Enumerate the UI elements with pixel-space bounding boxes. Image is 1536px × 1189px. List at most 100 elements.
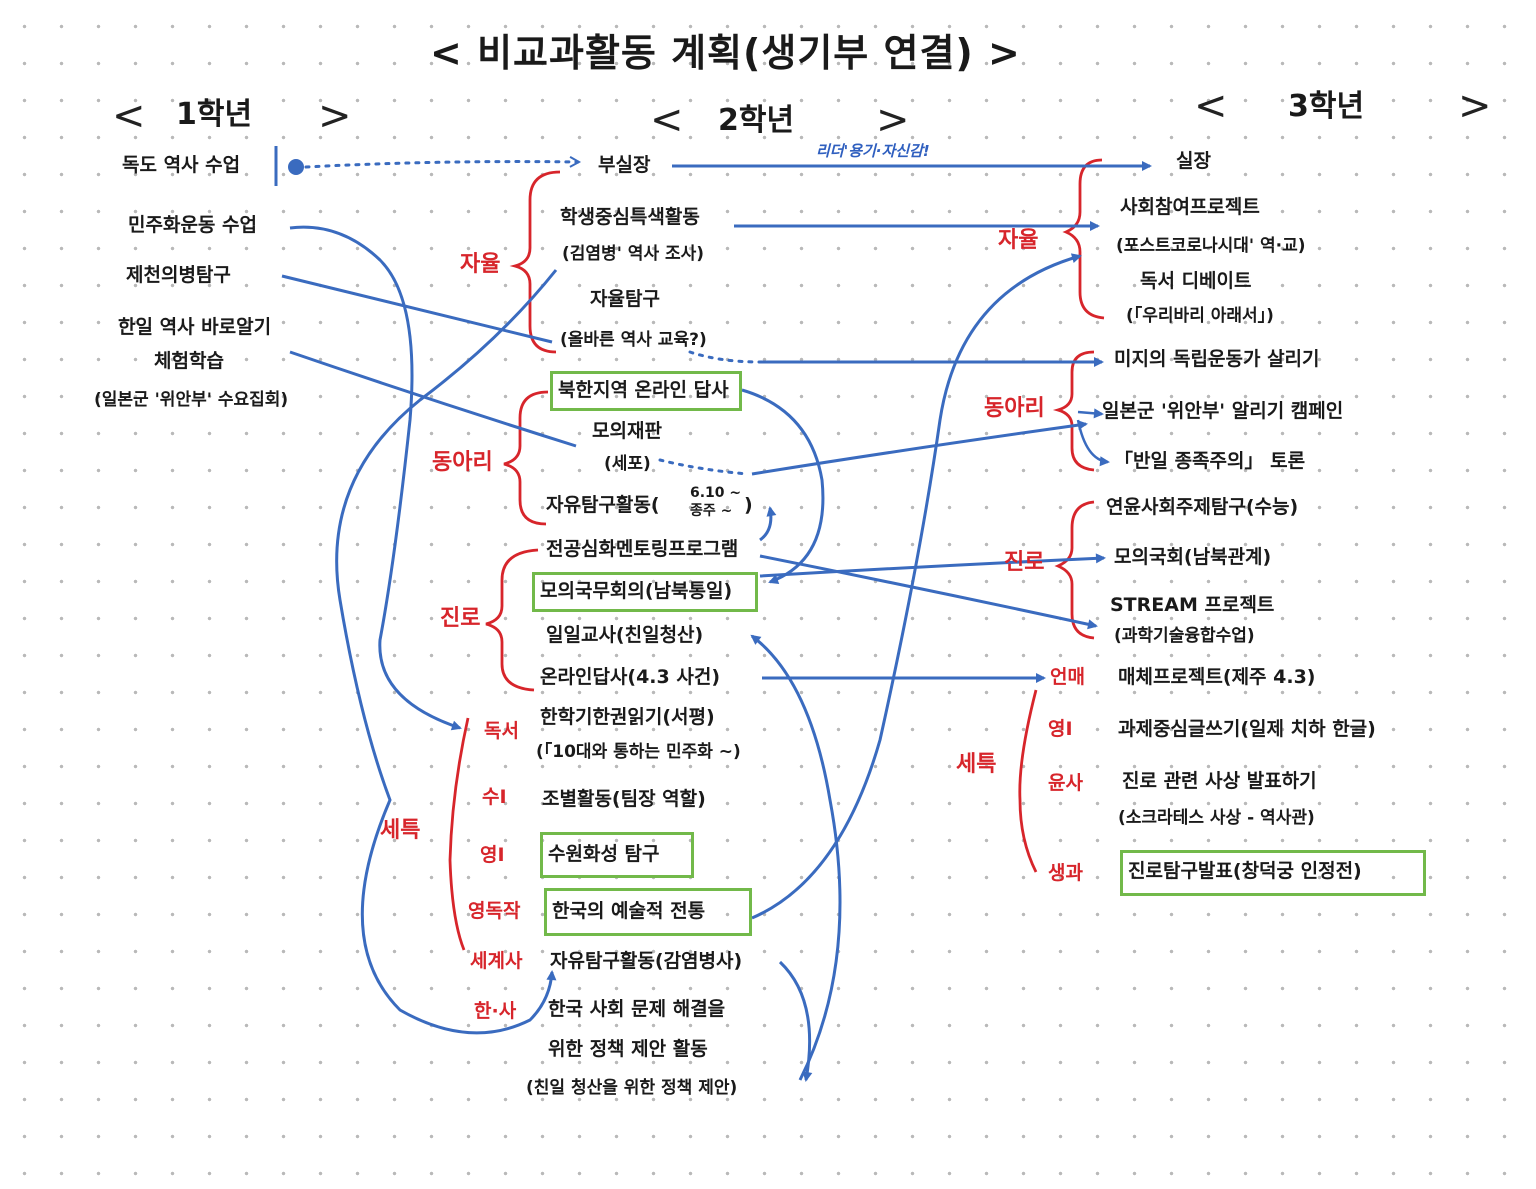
brace-jinro-g3 [1054,500,1095,640]
brace-jayul-g3 [1062,158,1105,320]
g2-moui-sub: (세포) [604,454,651,474]
g3-campaign: 일본군 '위안부' 알리기 캠페인 [1102,400,1344,422]
g2-jobyeol: 조별활동(팀장 역할) [542,788,706,810]
dokdo-dot [288,159,304,175]
g1-item-chehum: 체험학습 [154,350,224,372]
g2-moui: 모의재판 [592,420,662,442]
arrow-jeongong-stream [759,554,1098,630]
g2-policy-line1: 한국 사회 문제 해결을 [548,998,726,1020]
g2-jayul-tamgu: 자율탐구 [590,288,660,310]
g2-cat-dongari: 동아리 [432,450,493,475]
g3-jinro-tamgu: 진로탐구발표(창덕궁 인정전) [1128,860,1362,882]
g3-dokseo-debate: 독서 디베이트 [1140,270,1252,292]
g2-hakseng: 학생중심특색활동 [560,206,700,228]
g2-busiljang: 부실장 [598,154,651,176]
g2-online: 온라인답사(4.3 사건) [540,666,721,688]
arrow-jecheon-jayul [281,274,553,344]
g3-jinro-sasang-sub: (소크라테스 사상 - 역사관) [1118,808,1315,828]
g1-item-suyo: (일본군 '위안부' 수요집회) [94,390,289,410]
brace-setuk-g2 [448,717,470,951]
g3-stream: STREAM 프로젝트 [1110,594,1275,616]
grade2-heading: 2학년 [718,103,795,138]
arrow-dongari-campaign [1077,408,1104,419]
g2-cat-jinro: 진로 [440,606,481,631]
g2-subject-hansa: 한·사 [474,1000,517,1022]
g2-subject-segyesa: 세계사 [470,950,523,972]
grade1-heading: 1학년 [176,97,253,132]
g3-cat-setuk: 세특 [956,752,997,777]
grade2-bracket-right: > [876,97,910,143]
arrow-hakseng-hansa [335,269,558,1035]
g2-jayu-tamgu: 자유탐구활동( [546,494,660,516]
g2-cat-jayul: 자율 [460,252,501,277]
g2-ililgyosa: 일일교사(친일청산) [546,624,704,646]
grade2-bracket-left: < [650,97,684,143]
g3-mouigukhoe: 모의국회(남북관계) [1114,546,1272,568]
g3-gwaje: 과제중심글쓰기(일제 치하 한글) [1118,718,1376,740]
arrow-gamyeom-policy [778,960,813,1082]
g2-hakseng-sub: (김염병' 역사 조사) [562,244,705,264]
g2-policy-line2: 위한 정책 제안 활동 [548,1038,708,1060]
arrow-mouigukhoe-mouigukhoe3 [759,553,1106,578]
dotted-moui-campaign [658,458,750,476]
brace-dongari-g2 [503,390,549,526]
highlight-suwon [540,832,694,878]
grade3-bracket-right: > [1458,83,1492,129]
g2-mouigukhoe: 모의국무회의(남북통일) [540,580,733,602]
g2-hanhakgi: 한학기한권읽기(서평) [540,706,715,728]
grade3-heading: 3학년 [1288,89,1365,124]
g2-hanhakgi-sub: (「10대와 통하는 민주화 ~) [536,742,741,762]
g3-yeonyun: 연윤사회주제탐구(수능) [1106,496,1299,518]
grade3-bracket-left: < [1194,83,1228,129]
g2-subject-yeong1: 영I [480,844,505,866]
grade1-bracket-right: > [318,93,352,139]
brace-jinro-g2 [485,548,539,692]
highlight-mouigukhoe [532,572,758,612]
g3-miji: 미지의 독립운동가 살리기 [1114,348,1320,370]
diagram-title: < 비교과활동 계획(생기부 연결) > [430,31,1021,75]
g1-item-minjuhwa: 민주화운동 수업 [128,214,257,236]
g3-sahoe: 사회참여프로젝트 [1120,196,1260,218]
g2-hanguk-art: 한국의 예술적 전통 [552,900,706,922]
g3-siljang: 실장 [1176,150,1211,172]
arrow-minjuhwa-dokseo [289,225,462,731]
g3-cat-dongari: 동아리 [984,396,1045,421]
arrow-policy-ililgyosa [750,634,842,1081]
g2-subject-yeongdokjak: 영독작 [468,900,521,922]
g3-cat-jinro: 진로 [1004,550,1045,575]
highlight-hanguk-art [544,888,752,936]
g2-jayu-tamgu-note2: 종주 ~ [690,503,733,519]
arrow-moui-campaign [751,420,1088,476]
g3-subject-yunsa: 윤사 [1048,772,1083,794]
g2-policy-line3: (친일 청산을 위한 정책 제안) [526,1078,738,1098]
arrow-bukhan-mouigukhoe [741,388,825,584]
highlight-jinro-tamgu [1120,850,1426,896]
g2-jayu-gamyeom: 자유탐구활동(감염병사) [550,950,743,972]
g3-sahoe-sub: (포스트코로나시대' 역·교) [1116,236,1306,256]
brace-jayul-g2 [509,170,561,354]
grade1-bracket-left: < [112,93,146,139]
arrow-jayutamgu-up [759,506,777,542]
brace-setuk-g3 [1018,689,1038,873]
g2-jeongong: 전공심화멘토링프로그램 [546,538,739,560]
g1-item-hanil: 한일 역사 바로알기 [118,316,272,338]
arrow-yeongdokjak-jayul [751,253,1082,920]
g3-stream-sub: (과학기술융합수업) [1114,626,1255,646]
g2-subject-su1: 수I [482,786,507,808]
g1-item-jecheon: 제천의병탐구 [126,264,231,286]
g3-subject-eonmae: 언매 [1050,666,1085,688]
g2-suwon: 수원화성 탐구 [548,843,660,865]
g3-debate: 「반일 종족주의」 토론 [1114,450,1306,472]
g2-jayul-tamgu-sub: (올바른 역사 교육?) [560,330,707,350]
g1-item-dokdo: 독도 역사 수업 [122,154,241,176]
brace-dongari-g3 [1052,350,1095,472]
dotted-jayul-miji [688,350,762,364]
g3-eonmae: 매체프로젝트(제주 4.3) [1118,666,1316,688]
g3-subject-saenggwa: 생과 [1048,862,1083,884]
arrow-hanil-moui [289,350,577,448]
g2-bukhan: 북한지역 온라인 답사 [558,379,729,401]
g3-jinro-sasang: 진로 관련 사상 발표하기 [1122,770,1317,792]
g3-cat-jayul: 자율 [998,228,1039,253]
g2-jayu-tamgu-end: ) [744,494,753,516]
g2-cat-setuk: 세특 [380,818,421,843]
